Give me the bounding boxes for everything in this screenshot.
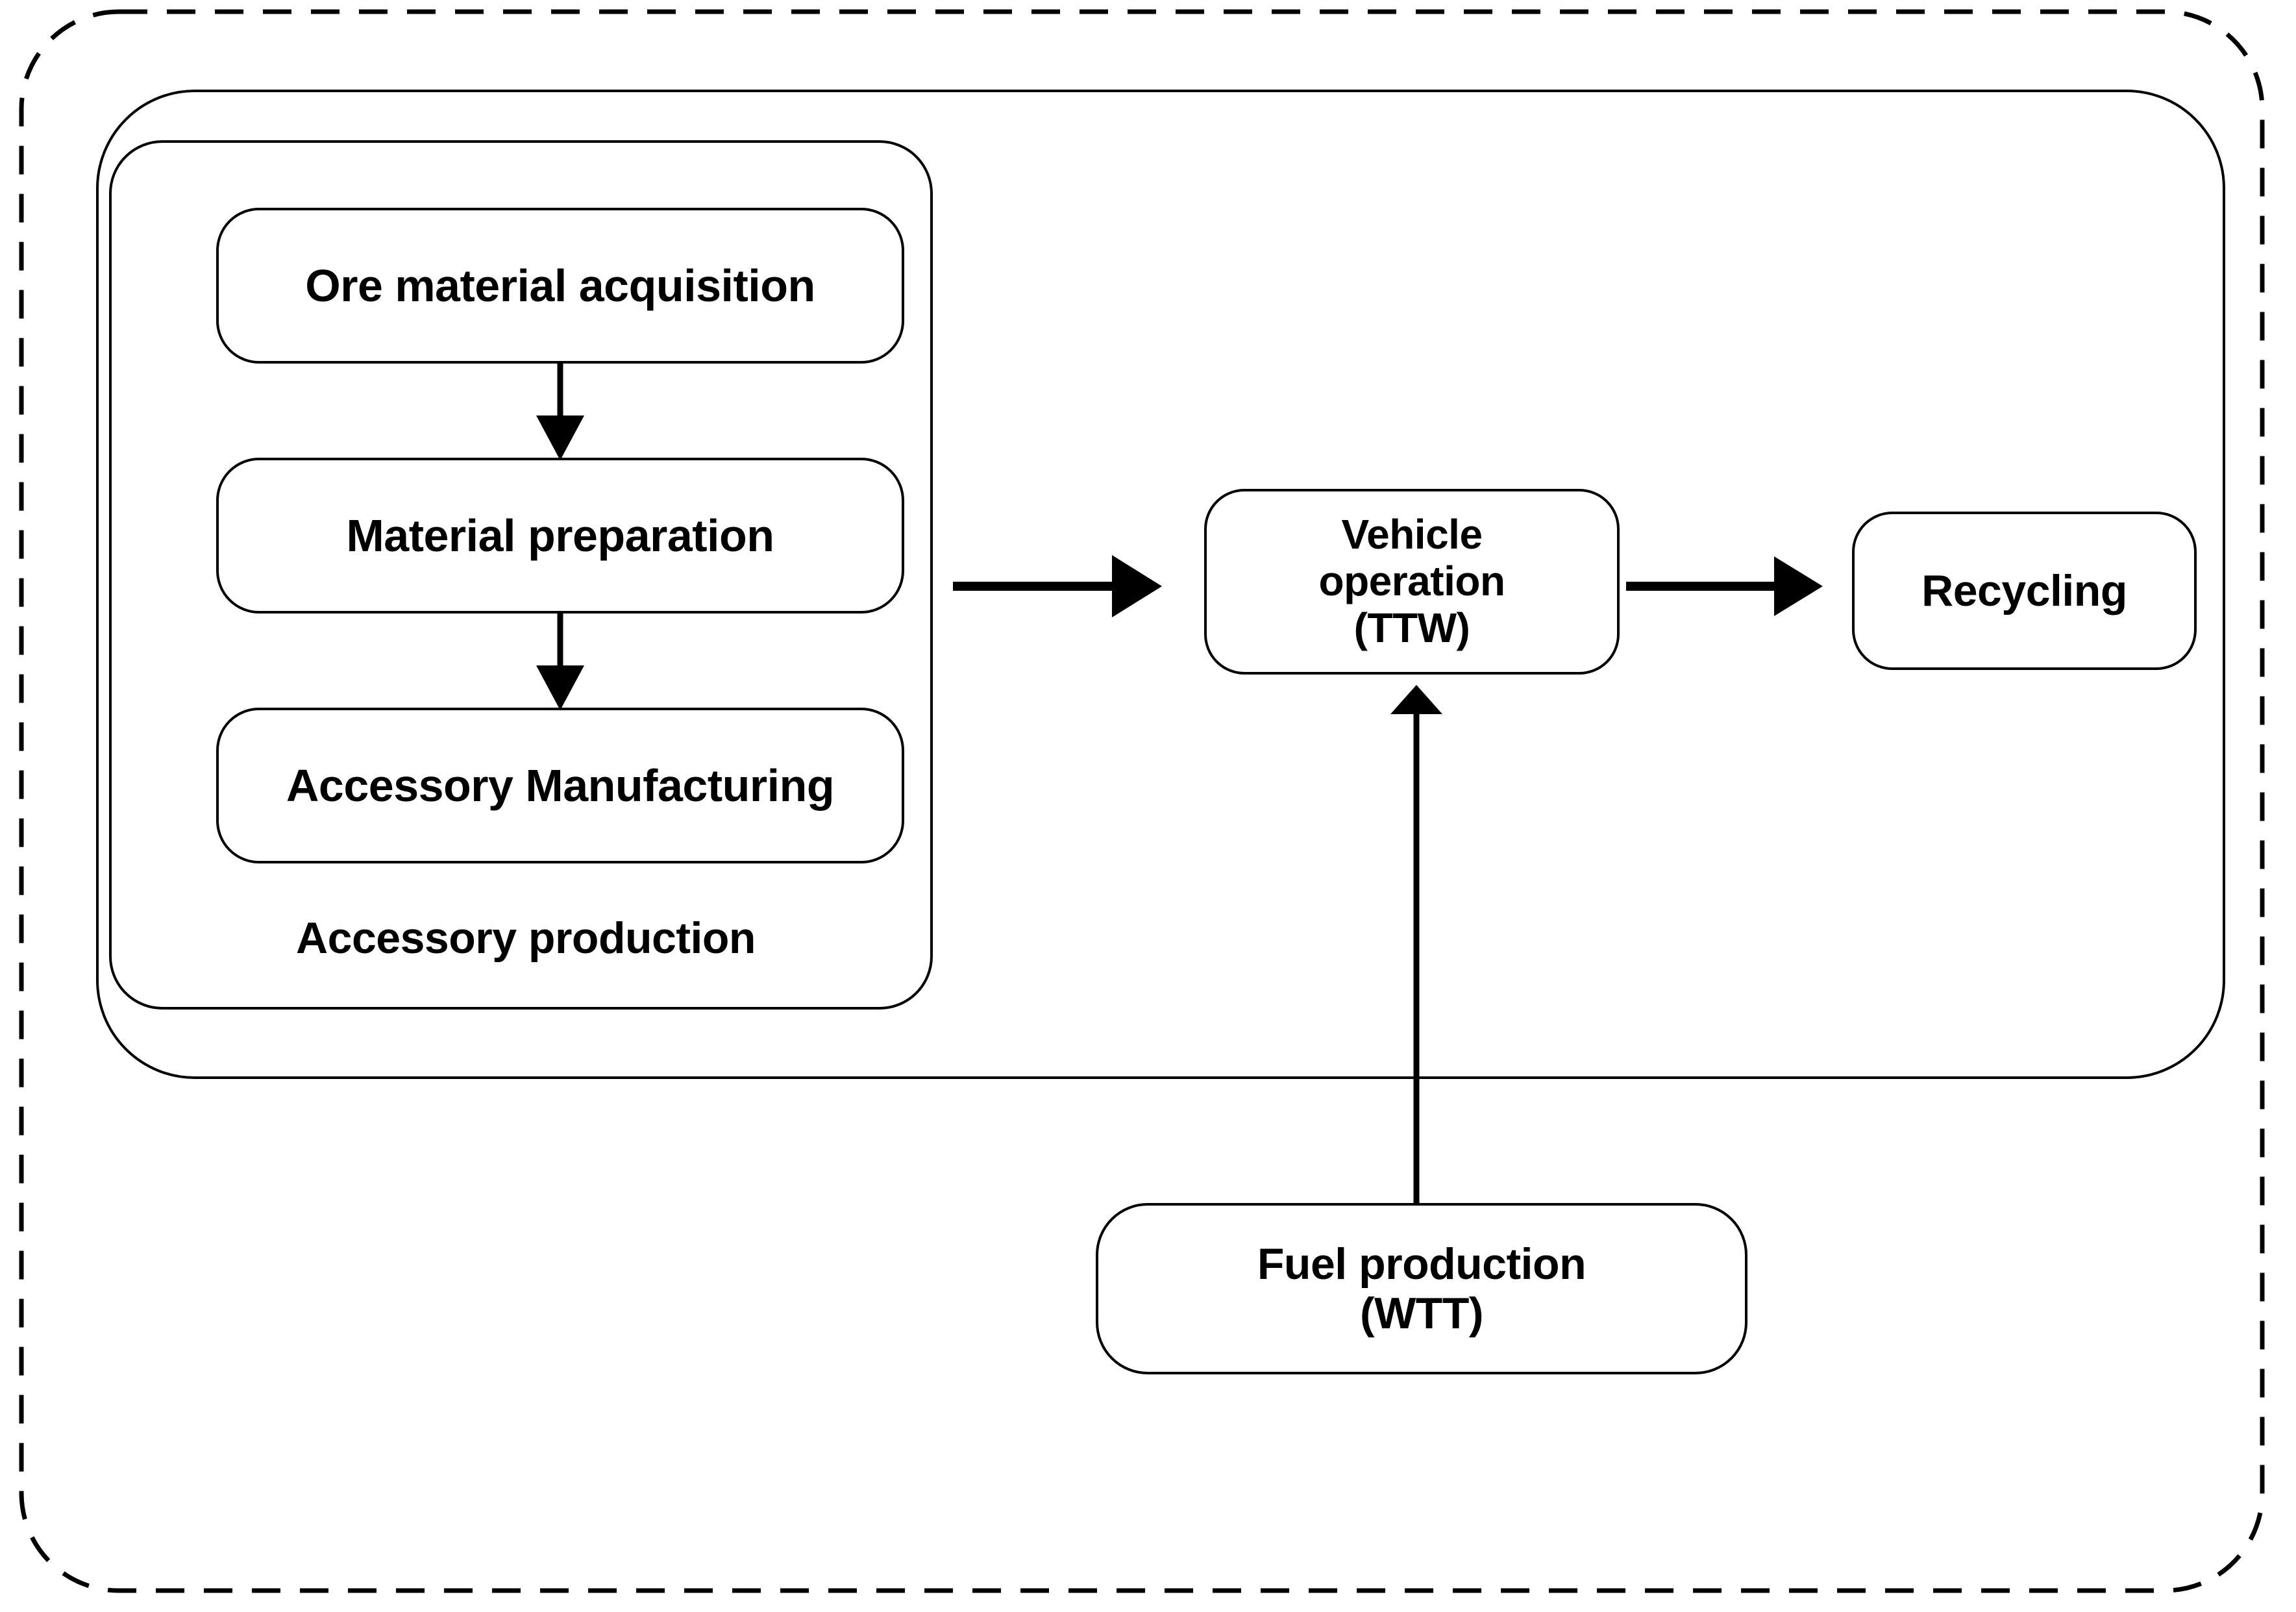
accessory-production-group [109, 140, 933, 1010]
vehicle-lifecycle-boundary [96, 90, 2225, 1079]
node-fuel-production[interactable] [1096, 1203, 1747, 1374]
edge-fuel-production-to-vehicle-operation [1390, 685, 1442, 1204]
node-material-preparation[interactable] [216, 458, 904, 614]
node-recycling[interactable] [1852, 512, 2197, 670]
edge-ore-to-material-preparation [536, 361, 584, 460]
node-accessory-manufacturing[interactable] [216, 708, 904, 863]
outer-dashed-boundary [19, 9, 2265, 1593]
edge-vehicle-operation-to-recycling [1626, 556, 1823, 616]
node-vehicle-operation[interactable] [1204, 489, 1620, 675]
node-ore-material-acquisition[interactable] [216, 208, 904, 364]
edge-material-preparation-to-accessory-manufacturing [536, 611, 584, 710]
edge-accessory-production-to-vehicle-operation [953, 555, 1162, 617]
